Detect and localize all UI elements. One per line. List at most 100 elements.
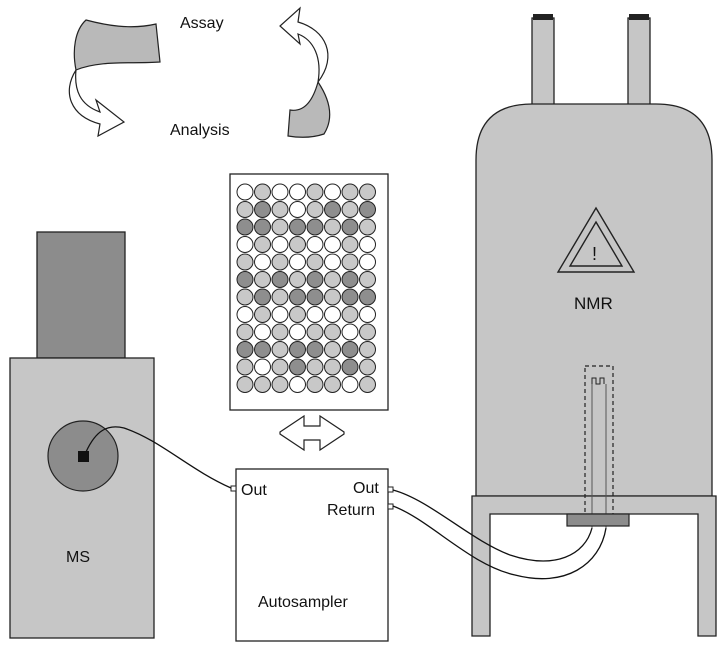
plate-well bbox=[306, 236, 324, 253]
plate-well bbox=[236, 306, 254, 323]
nmr-instrument: ! NMR bbox=[471, 14, 717, 637]
plate-well bbox=[306, 306, 324, 323]
plate-well bbox=[306, 323, 324, 341]
plate-well bbox=[236, 253, 254, 271]
plate-well bbox=[324, 236, 341, 253]
plate-well bbox=[306, 218, 324, 236]
plate-well bbox=[306, 201, 324, 218]
plate-well bbox=[236, 376, 254, 393]
assay-label: Assay bbox=[180, 15, 224, 32]
plate-well bbox=[289, 376, 306, 393]
plate-well bbox=[306, 341, 324, 358]
ms-top-module bbox=[36, 231, 126, 359]
plate-well bbox=[324, 288, 341, 306]
plate-well bbox=[324, 323, 341, 341]
plate-well bbox=[341, 358, 359, 376]
plate-well bbox=[236, 183, 254, 201]
plate-well bbox=[254, 271, 271, 288]
ms-label: MS bbox=[66, 549, 90, 566]
plate-well bbox=[271, 271, 289, 288]
cycle-arrow-head-left bbox=[68, 69, 126, 138]
cycle-arrow-head-right bbox=[279, 6, 329, 83]
plate-well bbox=[324, 306, 341, 323]
plate-well bbox=[324, 201, 341, 218]
plate-well bbox=[254, 201, 271, 218]
plate-well bbox=[236, 358, 254, 376]
ms-body bbox=[9, 357, 155, 639]
plate-well bbox=[324, 253, 341, 271]
plate-well bbox=[341, 288, 359, 306]
plate-well bbox=[341, 271, 359, 288]
warning-triangle-icon: ! bbox=[556, 206, 636, 273]
plate-well bbox=[341, 201, 359, 218]
plate-well bbox=[306, 288, 324, 306]
plate-well bbox=[359, 323, 376, 341]
plate-wells bbox=[236, 183, 376, 393]
plate-well bbox=[289, 236, 306, 253]
plate-well bbox=[359, 218, 376, 236]
plate-well bbox=[341, 341, 359, 358]
plate-well bbox=[236, 323, 254, 341]
plate-well bbox=[254, 376, 271, 393]
plate-well bbox=[306, 183, 324, 201]
analysis-label: Analysis bbox=[170, 122, 230, 139]
plate-well bbox=[306, 358, 324, 376]
plate-well bbox=[306, 253, 324, 271]
plate-well bbox=[359, 201, 376, 218]
plate-well bbox=[236, 288, 254, 306]
nmr-cap-left bbox=[533, 14, 553, 20]
cycle-arrow-band-left bbox=[73, 19, 161, 71]
cycle-arrow-band-right bbox=[287, 80, 331, 138]
plate-well bbox=[254, 306, 271, 323]
autosampler-return-port bbox=[387, 503, 394, 510]
plate-well bbox=[341, 183, 359, 201]
plate-well bbox=[271, 306, 289, 323]
plate-well bbox=[271, 376, 289, 393]
nmr-out-line bbox=[392, 489, 593, 562]
plate-well bbox=[289, 218, 306, 236]
plate-well bbox=[254, 323, 271, 341]
plate-well bbox=[306, 376, 324, 393]
autosampler-label: Autosampler bbox=[258, 594, 348, 611]
plate-well bbox=[236, 201, 254, 218]
plate-well bbox=[359, 341, 376, 358]
plate-well bbox=[289, 358, 306, 376]
ms-inlet-square bbox=[78, 451, 89, 462]
ms-transfer-line bbox=[85, 426, 232, 489]
plate-well bbox=[289, 288, 306, 306]
plate-well bbox=[236, 236, 254, 253]
nmr-stand bbox=[471, 495, 717, 637]
plate-well bbox=[324, 376, 341, 393]
plate-well bbox=[271, 183, 289, 201]
plate-well bbox=[254, 253, 271, 271]
out-right-label: Out bbox=[353, 480, 379, 497]
plate-well bbox=[359, 358, 376, 376]
nmr-probe-base bbox=[566, 513, 630, 527]
plate-well bbox=[359, 306, 376, 323]
nmr-probe-coil bbox=[591, 377, 605, 385]
autosampler: Out Out Return Autosampler bbox=[230, 468, 394, 642]
plate-well bbox=[359, 183, 376, 201]
plate-well bbox=[271, 341, 289, 358]
nmr-label: NMR bbox=[574, 294, 613, 313]
plate-well bbox=[254, 358, 271, 376]
warning-symbol: ! bbox=[592, 244, 597, 264]
plate-well bbox=[271, 236, 289, 253]
plate-well bbox=[341, 218, 359, 236]
autosampler-out-port-right bbox=[387, 486, 394, 493]
plate-well bbox=[289, 341, 306, 358]
plate-well bbox=[254, 341, 271, 358]
nmr-neck-right bbox=[627, 17, 651, 109]
circular-arrows-icon bbox=[68, 6, 331, 138]
plate-well bbox=[271, 201, 289, 218]
plate-well bbox=[289, 323, 306, 341]
plate-well bbox=[341, 306, 359, 323]
plate-well bbox=[271, 323, 289, 341]
plate-well bbox=[271, 288, 289, 306]
plate-well bbox=[236, 218, 254, 236]
plate-well bbox=[254, 236, 271, 253]
plate-well bbox=[359, 236, 376, 253]
plate-well bbox=[289, 253, 306, 271]
autosampler-out-port-left bbox=[230, 485, 237, 492]
